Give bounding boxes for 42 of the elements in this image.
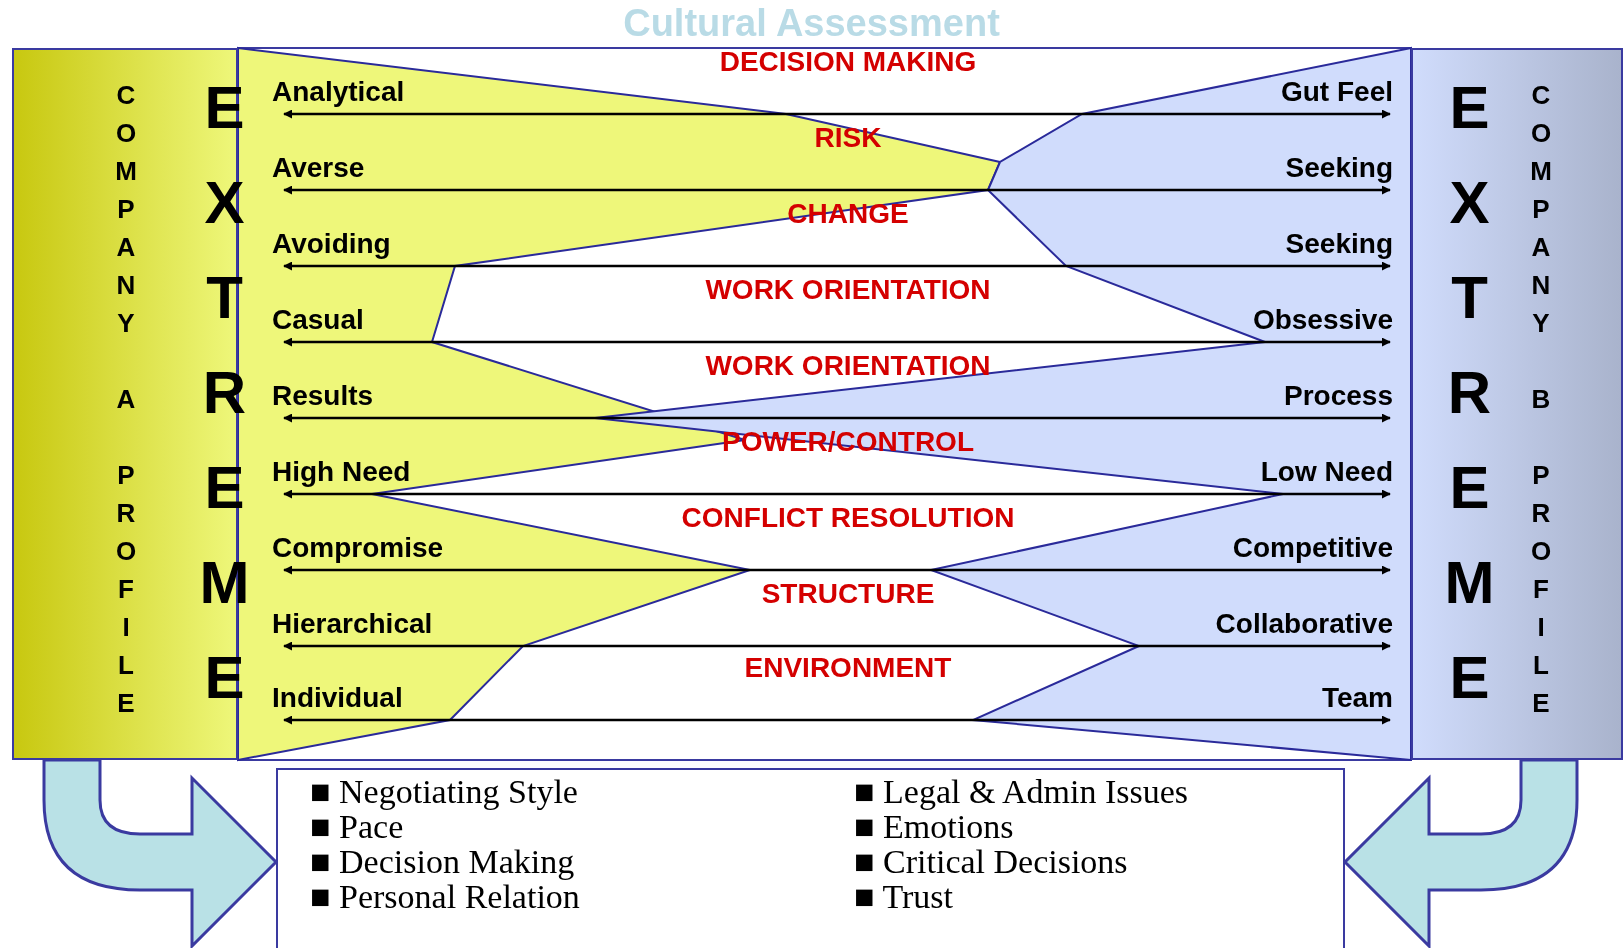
scale-heading: STRUCTURE: [761, 578, 935, 610]
list-item: ■ Pace: [310, 809, 404, 844]
scale-term: Team: [1321, 682, 1393, 714]
list-box: [276, 768, 1345, 948]
scale-term: Individual: [272, 682, 403, 714]
extreme-label: EXTREME: [1435, 74, 1504, 739]
title: Cultural Assessment: [622, 2, 1001, 44]
scale-term: Avoiding: [272, 228, 391, 260]
extreme-label: EXTREME: [190, 74, 259, 739]
scale-term: Competitive: [1232, 532, 1393, 564]
scale-heading: ENVIRONMENT: [744, 652, 952, 684]
scale-heading: WORK ORIENTATION: [705, 350, 991, 382]
list-item: ■ Personal Relation: [310, 879, 580, 914]
list-item: ■ Critical Decisions: [854, 844, 1129, 879]
scale-term: Obsessive: [1252, 304, 1393, 336]
scale-term: Seeking: [1285, 228, 1393, 260]
scale-term: Process: [1284, 380, 1393, 412]
scale-term: Gut Feel: [1281, 76, 1393, 108]
scale-term: Analytical: [272, 76, 405, 108]
scale-term: Casual: [272, 304, 364, 336]
scale-term: Low Need: [1260, 456, 1393, 488]
list-item: ■ Trust: [854, 879, 954, 914]
profile-panel: [1411, 48, 1623, 760]
scale-heading: CONFLICT RESOLUTION: [681, 502, 1015, 534]
profile-label: COMPANY B PROFILE: [1525, 80, 1556, 726]
scale-term: Collaborative: [1215, 608, 1393, 640]
curved-arrow: [42, 758, 278, 948]
scale-heading: WORK ORIENTATION: [705, 274, 991, 306]
list-item: ■ Emotions: [854, 809, 1015, 844]
scale-term: Hierarchical: [272, 608, 433, 640]
curved-arrow: [1343, 758, 1579, 948]
scale-heading: DECISION MAKING: [719, 46, 977, 78]
scale-term: High Need: [272, 456, 411, 488]
profile-label: COMPANY A PROFILE: [110, 80, 141, 726]
scale-term: Averse: [272, 152, 365, 184]
scale-term: Compromise: [272, 532, 444, 564]
list-item: ■ Decision Making: [310, 844, 576, 879]
scale-term: Seeking: [1285, 152, 1393, 184]
scale-term: Results: [272, 380, 374, 412]
list-item: ■ Negotiating Style: [310, 774, 579, 809]
list-item: ■ Legal & Admin Issues: [854, 774, 1189, 809]
scale-heading: RISK: [814, 122, 882, 154]
